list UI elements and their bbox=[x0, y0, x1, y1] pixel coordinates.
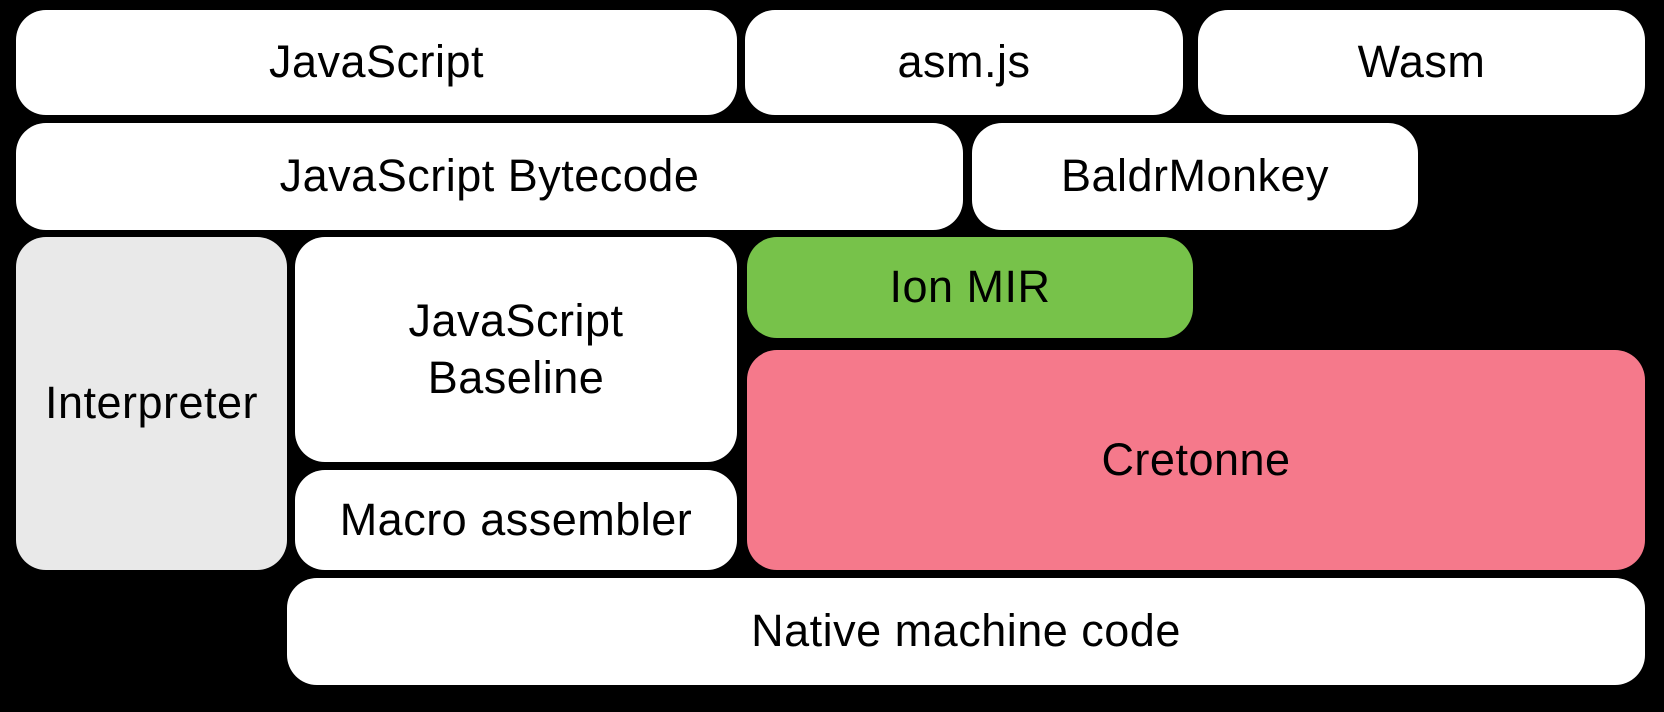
box-javascript-label: JavaScript bbox=[268, 36, 485, 88]
box-macro-assembler-label: Macro assembler bbox=[339, 493, 693, 545]
box-javascript-baseline-label: JavaScript Baseline bbox=[408, 295, 624, 403]
box-ion-mir-label: Ion MIR bbox=[889, 261, 1051, 313]
box-wasm-label: Wasm bbox=[1357, 36, 1486, 88]
box-javascript-baseline: JavaScript Baseline bbox=[295, 237, 737, 462]
box-interpreter-label: Interpreter bbox=[44, 377, 259, 429]
box-native-machine-code-label: Native machine code bbox=[751, 605, 1181, 657]
box-native-machine-code: Native machine code bbox=[287, 578, 1645, 685]
box-javascript: JavaScript bbox=[16, 10, 737, 115]
box-asmjs-label: asm.js bbox=[897, 36, 1031, 88]
box-cretonne-label: Cretonne bbox=[1101, 433, 1291, 485]
box-baldrmonkey: BaldrMonkey bbox=[972, 123, 1418, 230]
box-interpreter: Interpreter bbox=[16, 237, 287, 570]
box-macro-assembler: Macro assembler bbox=[295, 470, 737, 570]
box-wasm: Wasm bbox=[1198, 10, 1645, 115]
box-ion-mir: Ion MIR bbox=[747, 237, 1193, 338]
box-cretonne: Cretonne bbox=[747, 350, 1645, 570]
box-javascript-bytecode-label: JavaScript Bytecode bbox=[279, 150, 700, 202]
box-baldrmonkey-label: BaldrMonkey bbox=[1060, 150, 1330, 202]
box-asmjs: asm.js bbox=[745, 10, 1183, 115]
box-javascript-bytecode: JavaScript Bytecode bbox=[16, 123, 963, 230]
